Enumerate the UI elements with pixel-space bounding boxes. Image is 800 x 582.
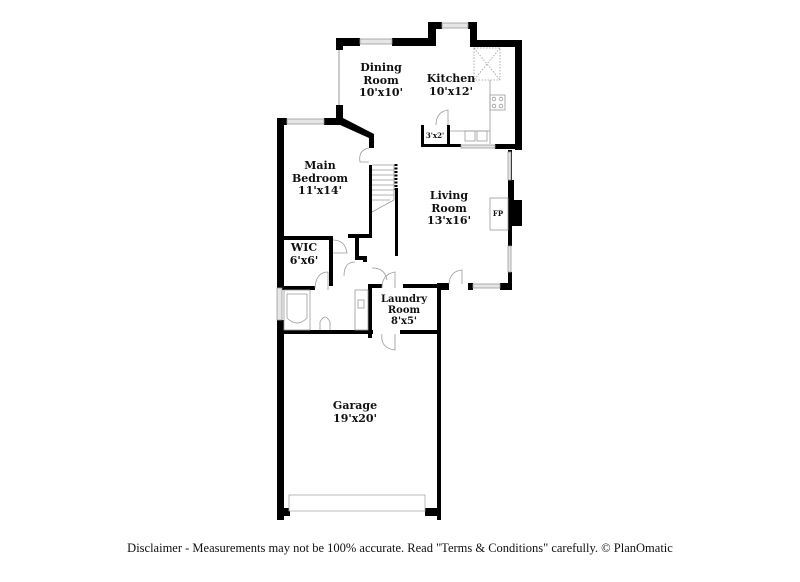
door-garage xyxy=(381,333,396,351)
room-label-living: Living Room 13'x16' xyxy=(427,189,471,228)
room-name: Room xyxy=(387,305,421,316)
window-kitchen-sink xyxy=(460,144,496,149)
room-label-garage: Garage 19'x20' xyxy=(332,399,378,425)
room-dimensions: 8'x5' xyxy=(390,316,417,327)
room-name: Garage xyxy=(332,399,378,412)
room-name: Living xyxy=(429,189,469,202)
exterior-walls xyxy=(277,22,522,520)
room-label-laundry: Laundry Room 8'x5' xyxy=(381,294,427,327)
door-pantry xyxy=(435,109,449,126)
room-label-main-bedroom: Main Bedroom 11'x14' xyxy=(291,159,349,198)
window-living-bottom xyxy=(472,283,501,289)
pantry-label: 3'x2' xyxy=(425,131,445,140)
fixtures xyxy=(283,47,509,351)
fireplace-label: FP xyxy=(492,209,504,218)
door-bath xyxy=(314,271,329,290)
kitchen-sink xyxy=(464,130,476,142)
door-front xyxy=(448,269,463,285)
door-hall xyxy=(343,261,356,277)
room-label-kitchen: Kitchen 10'x12' xyxy=(426,72,476,98)
fireplace xyxy=(489,197,509,231)
room-dimensions: 6'x6' xyxy=(289,253,319,267)
room-name: Main xyxy=(304,159,336,172)
room-dimensions: 19'x20' xyxy=(333,411,377,425)
window-bedroom-top xyxy=(286,118,325,125)
window-dining-top xyxy=(359,38,393,45)
room-name: Room xyxy=(431,201,467,215)
windows xyxy=(276,22,512,512)
bath-vanity xyxy=(354,289,369,331)
pantry-walls xyxy=(421,125,461,147)
door-living-hall xyxy=(371,267,388,281)
window-bath xyxy=(276,287,283,321)
window-living-right-1 xyxy=(507,151,512,181)
room-name: WIC xyxy=(290,241,318,254)
fridge xyxy=(473,47,501,81)
room-name: Bedroom xyxy=(291,171,349,185)
door-laundry xyxy=(381,271,396,289)
room-label-wic: WIC 6'x6' xyxy=(289,241,319,267)
stove xyxy=(489,94,506,111)
room-dimensions: 11'x14' xyxy=(298,184,342,198)
room-dimensions: 13'x16' xyxy=(427,214,471,228)
room-label-dining: Dining Room 10'x10' xyxy=(359,61,403,100)
toilet xyxy=(319,316,331,330)
room-name: Laundry xyxy=(380,294,428,305)
disclaimer-text: Disclaimer - Measurements may not be 100… xyxy=(127,541,673,555)
door-wic xyxy=(332,239,348,254)
room-dimensions: 10'x10' xyxy=(359,86,403,100)
window-living-right-2 xyxy=(507,245,512,273)
room-name: Room xyxy=(363,73,399,87)
room-dimensions: 10'x12' xyxy=(429,84,473,98)
stairs xyxy=(371,164,396,213)
garage-door xyxy=(288,494,426,512)
bathtub xyxy=(283,289,311,331)
window-kitchen-top xyxy=(441,22,469,29)
room-name: Dining xyxy=(360,61,402,74)
room-name: Kitchen xyxy=(426,72,476,85)
door-bedroom-entry xyxy=(359,147,370,163)
